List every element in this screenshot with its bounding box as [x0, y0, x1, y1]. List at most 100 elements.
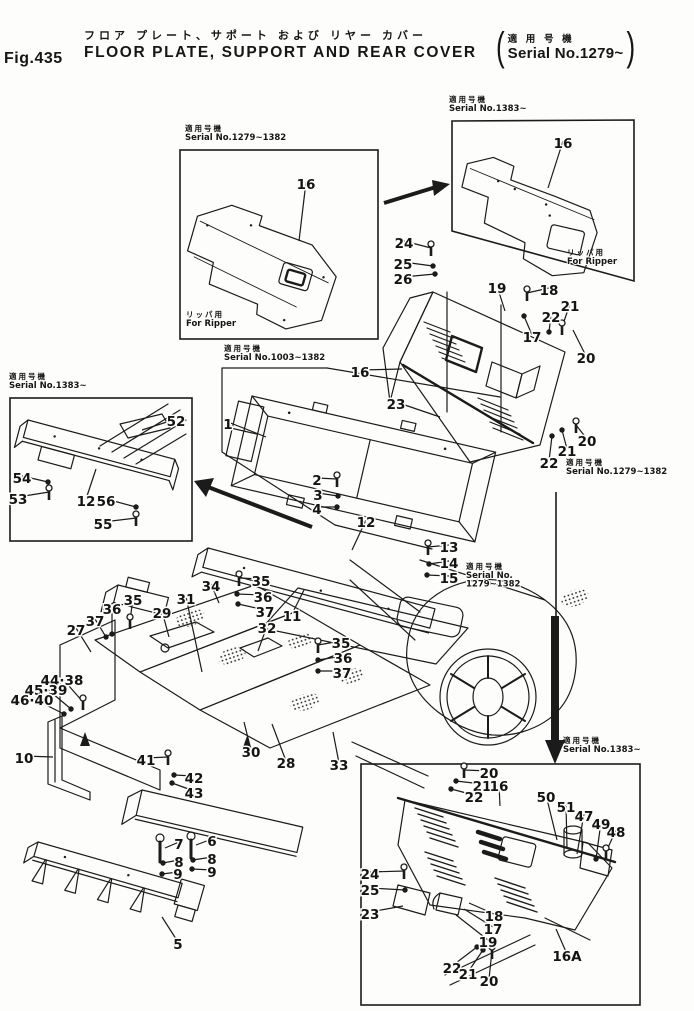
close-paren: ) [626, 22, 636, 70]
right-serial-en: Serial No.1279~1382 [566, 467, 667, 477]
callout-12: 12 [77, 494, 96, 510]
callout-19: 19 [479, 935, 498, 951]
callout-14: 14 [440, 556, 459, 572]
leader-line-23 [369, 905, 404, 913]
callout-47: 47 [575, 809, 594, 825]
leader-line-12 [351, 519, 367, 551]
washer-glyph-8 [190, 857, 196, 863]
washer-glyph-54 [45, 479, 51, 485]
callout-9: 9 [173, 867, 182, 883]
washer-glyph-22 [549, 433, 555, 439]
callout-49: 49 [592, 817, 611, 833]
callout-13: 13 [440, 540, 459, 556]
leader-line-22 [548, 435, 553, 462]
callout-20: 20 [480, 766, 499, 782]
right-serial-jp: 適用号機 [566, 457, 604, 467]
bolt-glyph-20 [571, 416, 581, 435]
callout-15: 15 [440, 571, 459, 587]
mid-serial-jp: 適用号機 [466, 561, 504, 571]
washer-glyph-17 [521, 313, 527, 319]
bolt-glyph-18 [522, 284, 532, 303]
callout-6: 6 [207, 834, 216, 850]
leader-line-8 [162, 859, 180, 864]
callout-23: 23 [387, 397, 406, 413]
leader-line-15 [426, 574, 450, 577]
bolt-glyph-44·38 [78, 693, 88, 712]
leader-line-20 [572, 329, 587, 357]
inset-top-left-serial-en: Serial No.1279~1382 [185, 133, 286, 143]
ripper-top-right-jp: リッパ用 [567, 247, 605, 257]
callout-50: 50 [537, 790, 556, 806]
leader-line-13 [427, 544, 450, 548]
washer-glyph-25 [402, 887, 408, 893]
arrow-to-left-inset [194, 478, 313, 529]
callout-20: 20 [577, 351, 596, 367]
callout-42: 42 [185, 771, 204, 787]
washer-glyph-22 [448, 786, 454, 792]
callout-23: 23 [361, 907, 380, 923]
leader-line-37 [94, 618, 107, 638]
leader-line-22 [548, 314, 552, 333]
inset-bottom-right-box [360, 763, 641, 1006]
leader-line-33 [332, 731, 340, 764]
inset-left-box [9, 397, 313, 542]
leader-line-49 [595, 821, 602, 860]
washer-glyph-3 [335, 493, 341, 499]
callout-55: 55 [94, 517, 113, 533]
washer-glyph-37 [315, 668, 321, 674]
bracket-52 [119, 413, 171, 439]
beam-4 [121, 789, 304, 857]
bracket-10 [47, 715, 91, 801]
callout-25: 25 [394, 257, 413, 273]
callout-5: 5 [173, 937, 182, 953]
inset-left-serial-jp: 適用号機 [9, 371, 47, 381]
leader-line-1 [227, 421, 267, 438]
leader-line-9 [191, 868, 213, 871]
support-5 [23, 841, 206, 923]
callout-37: 37 [86, 614, 105, 630]
leader-line-21 [455, 780, 483, 785]
leader-line-16 [359, 368, 403, 371]
frame-serial-jp: 適用号機 [224, 343, 262, 353]
leader-line-28 [271, 723, 287, 762]
callout-21: 21 [558, 444, 577, 460]
callout-29: 29 [153, 606, 172, 622]
washer-glyph-36 [234, 591, 240, 597]
callout-22: 22 [542, 310, 561, 326]
washer-glyph-22 [546, 329, 552, 335]
leader-line-51 [565, 804, 568, 848]
callout-9: 9 [207, 865, 216, 881]
callout-27: 27 [67, 623, 86, 639]
inset-top-left-box [179, 149, 379, 340]
callout-36: 36 [103, 602, 122, 618]
arrow-to-bottom-right-inset [545, 492, 565, 764]
inset-top-right-serial-en: Serial No.1383~ [449, 104, 527, 114]
callout-36: 36 [254, 590, 273, 606]
washer-glyph-43 [169, 780, 175, 786]
washer-glyph-8 [160, 860, 166, 866]
callout-41: 41 [137, 753, 156, 769]
callout-17: 17 [484, 922, 503, 938]
leader-line-6 [195, 838, 213, 846]
figure-title: フロア プレート、サポート および リヤー カバー FLOOR PLATE, S… [84, 27, 477, 62]
callout-2: 2 [312, 473, 321, 489]
callout-24: 24 [361, 867, 380, 883]
washer-glyph-21 [559, 427, 565, 433]
leader-line-24 [369, 870, 405, 873]
washer-glyph-14 [426, 561, 432, 567]
leader-line-46·40 [31, 697, 65, 715]
leader-line-2 [316, 477, 338, 480]
callout-16A: 16A [552, 949, 582, 965]
callout-37: 37 [256, 605, 275, 621]
leader-line-41 [145, 756, 169, 759]
floor-plates-group [59, 584, 589, 791]
frame-serial-en: Serial No.1003~1382 [224, 353, 325, 363]
serial-label-english: Serial No.1279~ [507, 44, 624, 62]
callout-51: 51 [557, 800, 576, 816]
callout-16: 16 [490, 779, 509, 795]
frame-region-boundary [221, 367, 501, 550]
ripper-top-right-en: For Ripper [567, 257, 618, 267]
